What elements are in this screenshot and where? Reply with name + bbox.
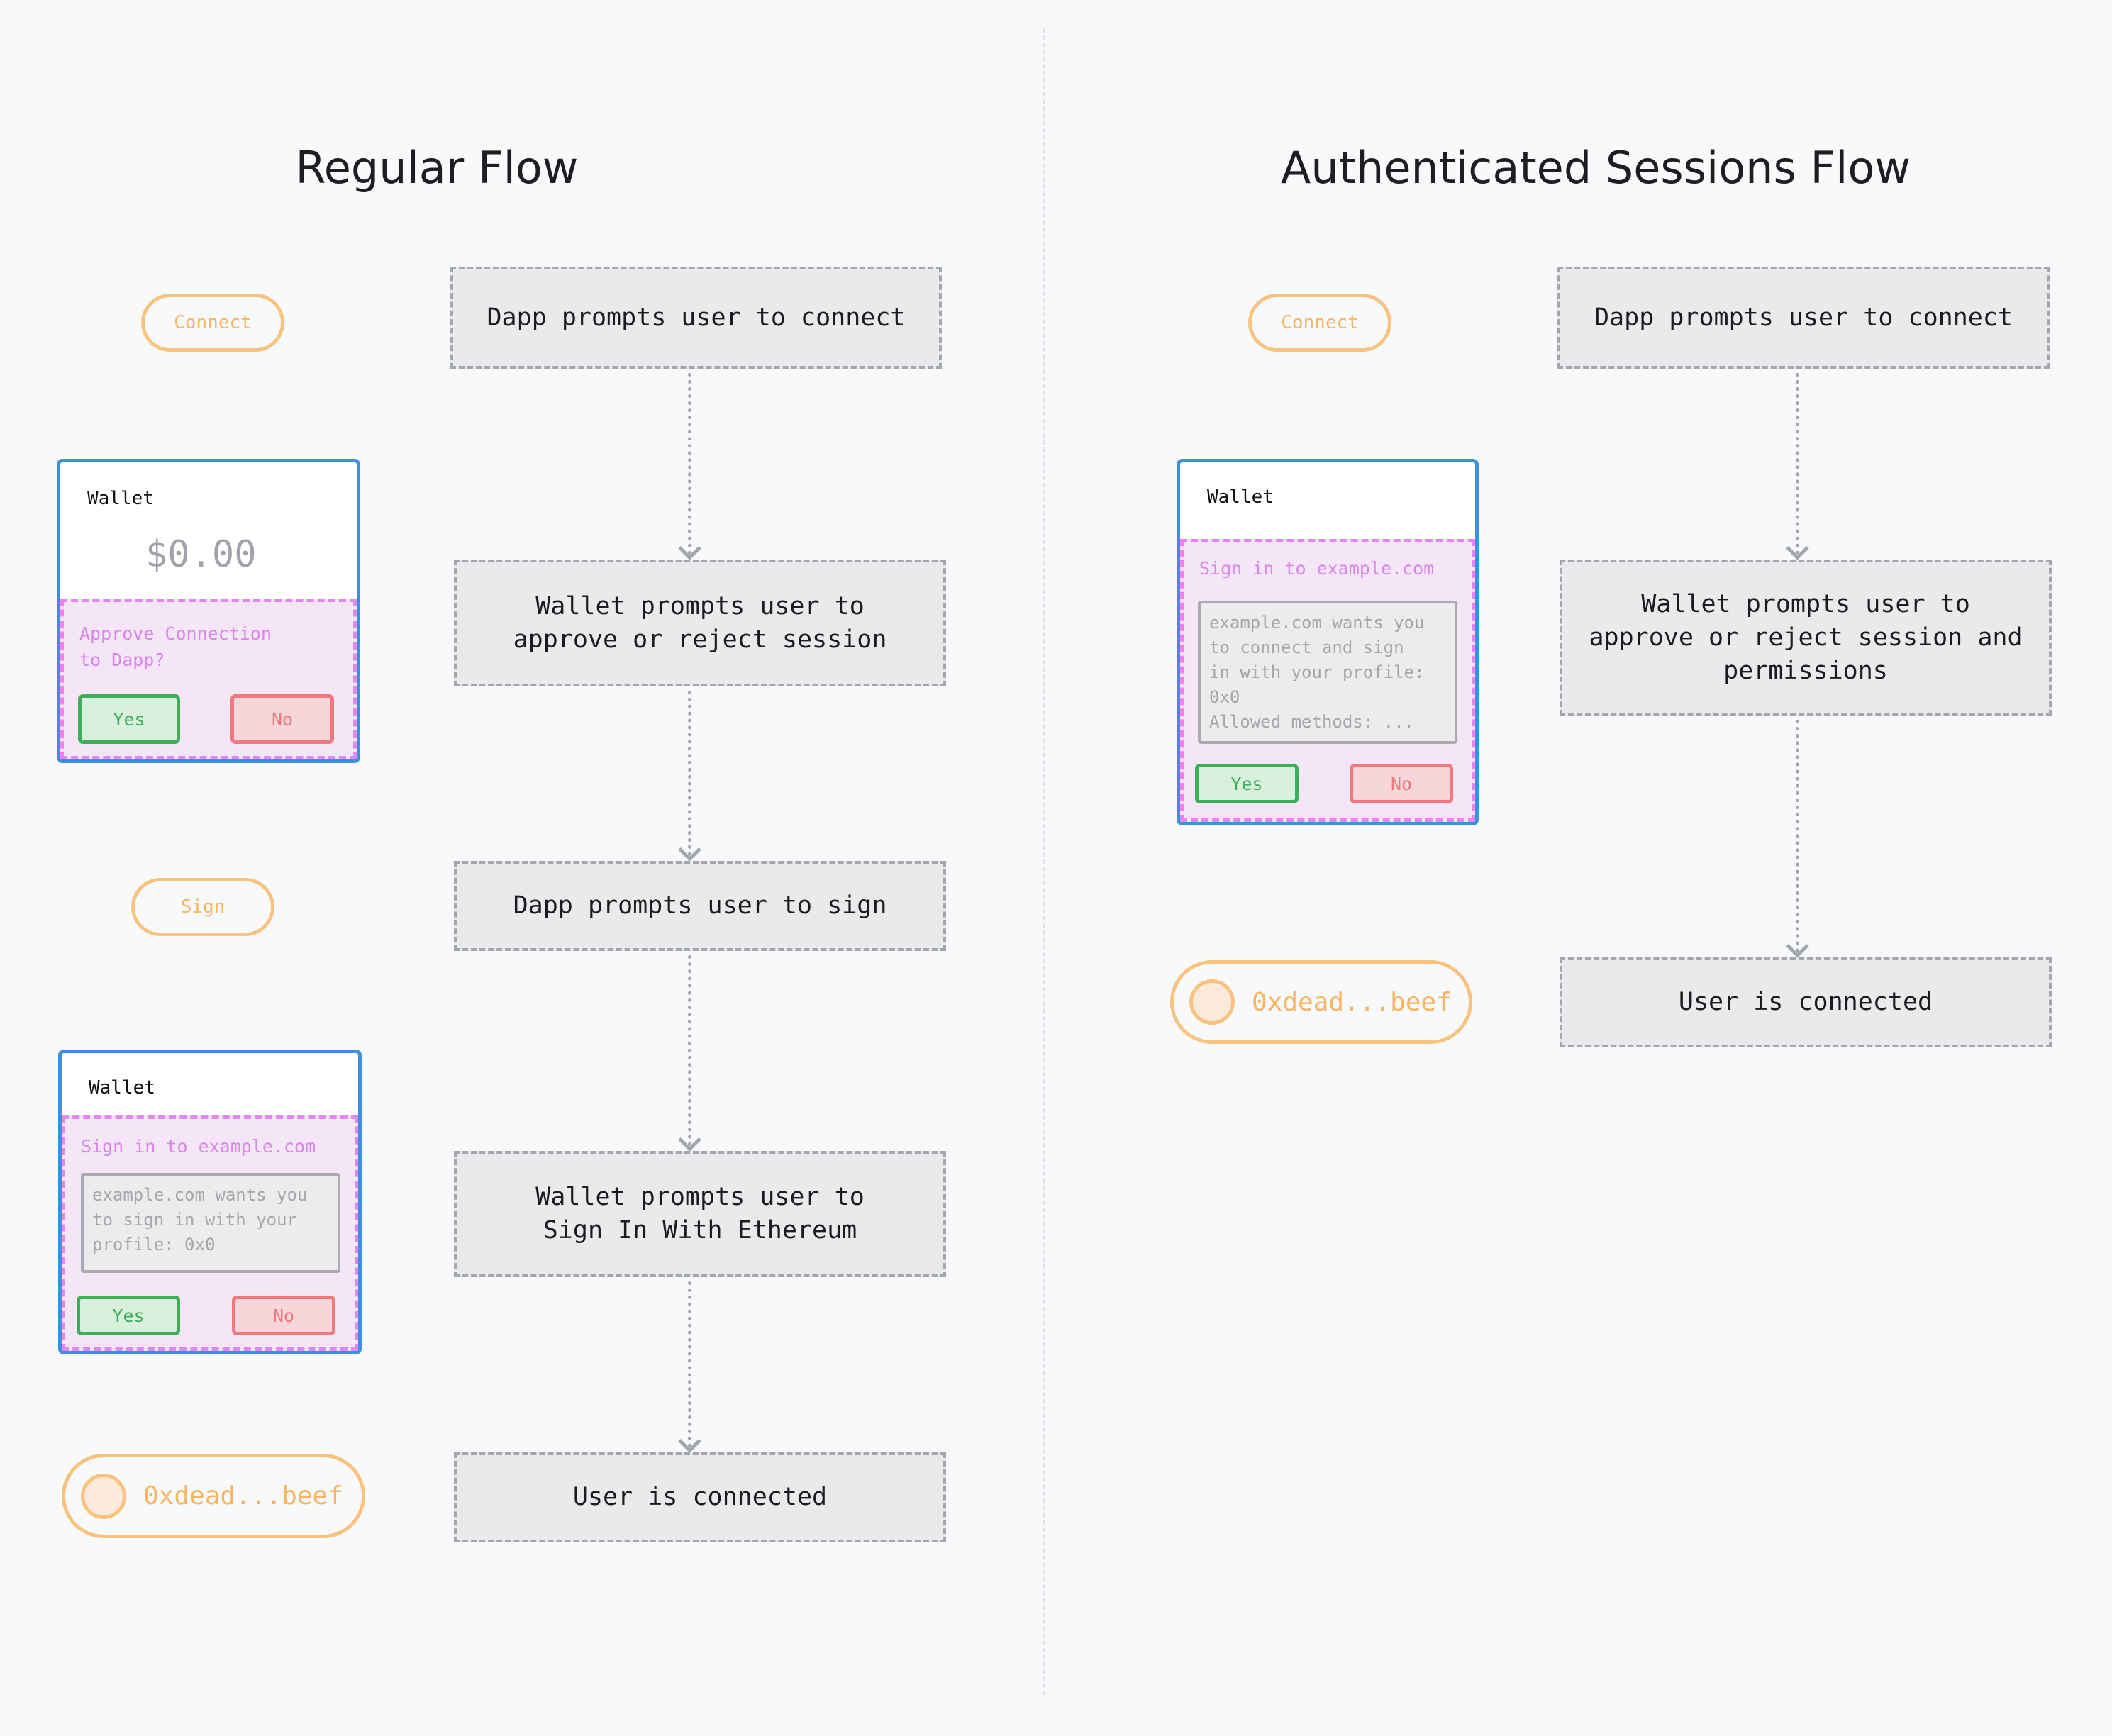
account-address: 0xdead...beef [1252, 987, 1452, 1017]
avatar [81, 1473, 126, 1519]
column-divider [1043, 28, 1045, 1695]
no-button[interactable]: No [230, 694, 334, 744]
step-dapp-connect: Dapp prompts user to connect [450, 267, 942, 369]
sign-message-box: example.com wants you to sign in with yo… [81, 1173, 340, 1273]
arrow-head-icon [1786, 537, 1809, 560]
account-badge[interactable]: 0xdead...beef [1170, 960, 1472, 1044]
connect-button[interactable]: Connect [1248, 294, 1391, 352]
arrow-head-icon [678, 1430, 701, 1453]
flow-arrow-line [1796, 720, 1799, 952]
yes-button[interactable]: Yes [1195, 764, 1299, 803]
step-dapp-connect: Dapp prompts user to connect [1557, 267, 2050, 369]
wallet-balance: $0.00 [145, 533, 257, 576]
sign-message-box: example.com wants you to connect and sig… [1198, 601, 1457, 744]
step-dapp-sign: Dapp prompts user to sign [454, 861, 946, 951]
step-user-connected: User is connected [1560, 957, 2052, 1047]
arrow-head-icon [678, 838, 701, 862]
wallet-sign-popup: Wallet Sign in to example.com example.co… [58, 1050, 362, 1354]
no-button[interactable]: No [1350, 764, 1453, 803]
arrow-head-icon [1786, 935, 1809, 958]
step-wallet-approve: Wallet prompts user to approve or reject… [454, 560, 946, 686]
wallet-auth-popup: Wallet Sign in to example.com example.co… [1177, 459, 1479, 825]
arrow-head-icon [678, 1128, 701, 1152]
account-badge[interactable]: 0xdead...beef [62, 1454, 365, 1538]
prompt-text: Sign in to example.com [81, 1136, 316, 1157]
sign-in-prompt: Sign in to example.com example.com wants… [62, 1115, 358, 1351]
flow-arrow-line [688, 691, 691, 856]
avatar [1189, 979, 1235, 1025]
flow-arrow-line [1796, 373, 1799, 555]
prompt-text: Sign in to example.com [1199, 558, 1435, 579]
wallet-title: Wallet [89, 1077, 155, 1098]
flow-arrow-line [688, 373, 691, 555]
flow-arrow-line [688, 1281, 691, 1447]
yes-button[interactable]: Yes [77, 1296, 180, 1335]
step-user-connected: User is connected [454, 1452, 946, 1542]
account-address: 0xdead...beef [143, 1481, 343, 1510]
wallet-title: Wallet [87, 488, 154, 509]
regular-flow-title: Regular Flow [295, 142, 579, 194]
arrow-head-icon [678, 537, 701, 560]
flow-arrow-line [688, 955, 691, 1146]
prompt-text: Approve Connection to Dapp? [79, 623, 272, 670]
step-wallet-approve-permissions: Wallet prompts user to approve or reject… [1560, 560, 2052, 716]
connect-button[interactable]: Connect [141, 294, 284, 352]
step-wallet-siwe: Wallet prompts user to Sign In With Ethe… [454, 1151, 946, 1277]
sign-button[interactable]: Sign [131, 878, 274, 936]
yes-button[interactable]: Yes [78, 694, 180, 744]
no-button[interactable]: No [232, 1296, 335, 1335]
auth-flow-title: Authenticated Sessions Flow [1281, 142, 1911, 194]
wallet-title: Wallet [1207, 486, 1274, 508]
wallet-connect-popup: Wallet $0.00 Approve Connection to Dapp?… [57, 459, 360, 763]
approve-connection-prompt: Approve Connection to Dapp? Yes No [60, 599, 357, 760]
sign-in-prompt: Sign in to example.com example.com wants… [1180, 539, 1475, 822]
